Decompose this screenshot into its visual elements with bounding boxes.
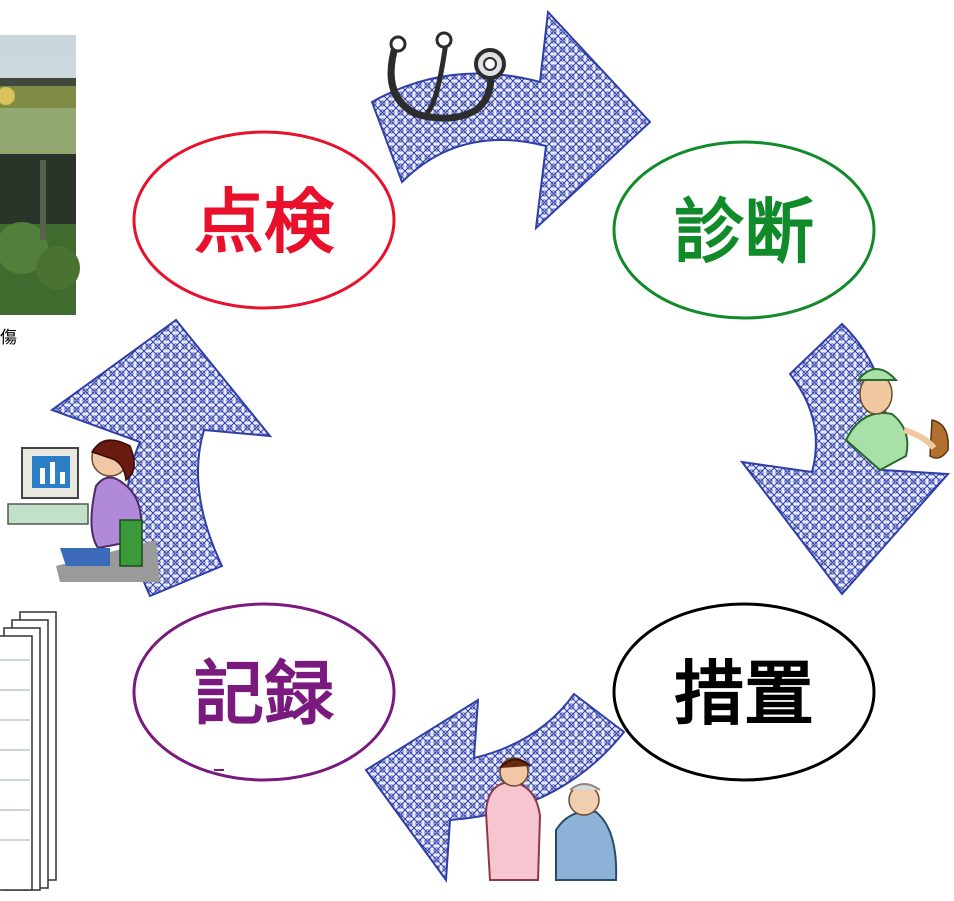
stage-diagnosis-label: 診断 [674,191,814,273]
document-stack [0,611,57,891]
arrow-inspection-to-diagnosis [370,9,652,231]
arrow-diagnosis-to-measures [739,322,951,596]
computer-user-icon [7,439,160,582]
stage-measures-label: 措置 [674,653,814,735]
stage-record: 記録 [132,602,396,782]
photo-caption: 傷 [0,328,17,348]
stage-measures: 措置 [612,602,876,782]
bridge-photo [0,35,80,315]
stage-inspection-label: 点検 [194,181,335,263]
stage-record-label: 記録 [194,653,335,735]
surgeon-icon [844,368,949,472]
stage-diagnosis: 診断 [612,140,876,320]
nurse-patient-icon [484,757,618,881]
stethoscope-icon [387,31,506,122]
stage-inspection: 点検 [132,130,396,310]
